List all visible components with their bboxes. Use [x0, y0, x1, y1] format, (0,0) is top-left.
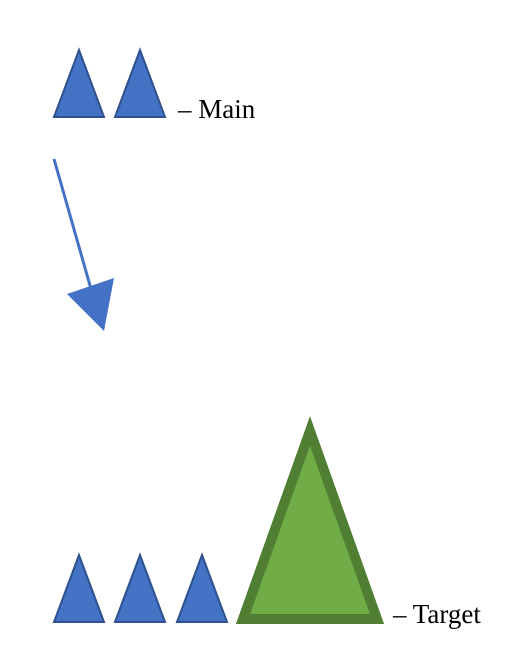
- arrow-head-icon: [67, 278, 114, 331]
- arrow-shaft: [52, 158, 93, 290]
- main-triangle-1: [52, 47, 106, 118]
- main-triangle-2: [113, 47, 167, 118]
- target-small-triangle-1: [52, 552, 106, 623]
- target-small-triangle-2: [113, 552, 167, 623]
- main-label: – Main: [178, 94, 256, 124]
- target-large-triangle: [235, 416, 385, 624]
- target-label: – Target: [393, 599, 481, 629]
- target-small-triangle-3: [175, 552, 229, 623]
